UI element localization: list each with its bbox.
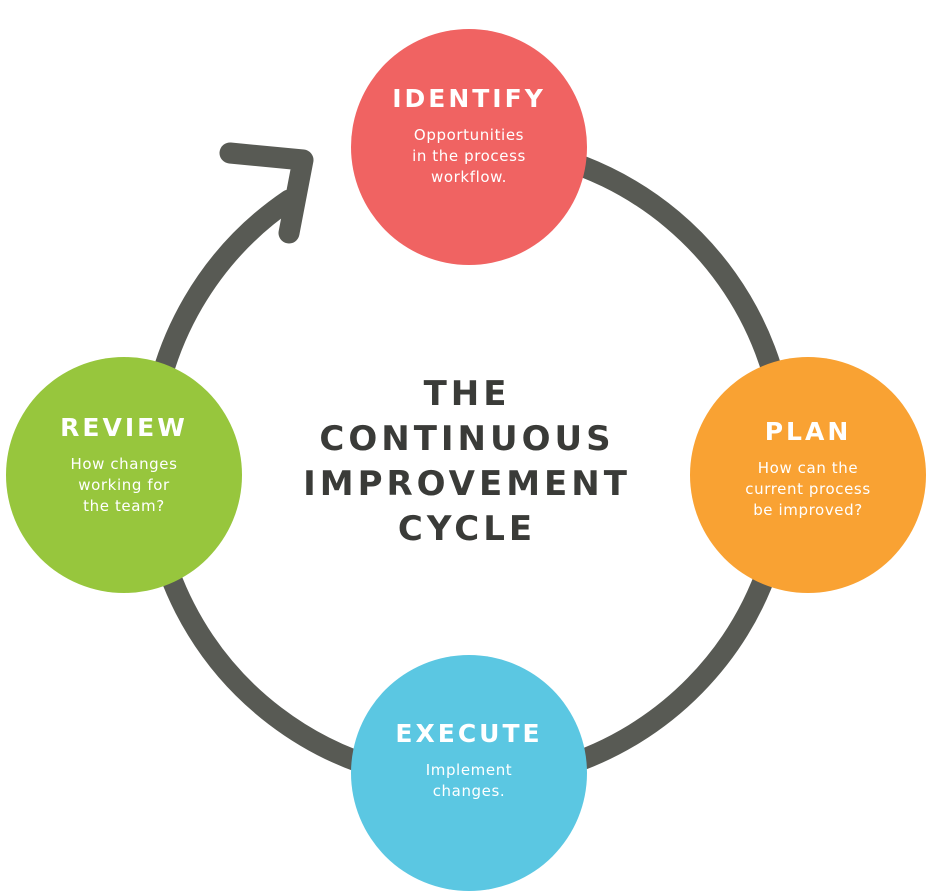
stage-plan-description: How can the current process be improved? xyxy=(745,459,871,519)
stage-plan: PLAN How can the current process be impr… xyxy=(690,357,926,593)
diagram-title: THE CONTINUOUS IMPROVEMENT CYCLE xyxy=(303,374,631,549)
cycle-arrowhead xyxy=(219,142,314,244)
stage-identify-description: Opportunities in the process workflow. xyxy=(412,126,526,186)
stage-execute-description: Implement changes. xyxy=(425,760,513,800)
stage-execute-title: EXECUTE xyxy=(395,718,543,748)
stage-identify: IDENTIFY Opportunities in the process wo… xyxy=(351,29,587,265)
stage-execute: EXECUTE Implement changes. xyxy=(351,655,587,891)
stage-review: REVIEW How changes working for the team? xyxy=(6,357,242,593)
stage-identify-title: IDENTIFY xyxy=(392,84,546,113)
stage-plan-title: PLAN xyxy=(764,417,852,446)
stage-review-title: REVIEW xyxy=(60,413,188,442)
stage-review-description: How changes working for the team? xyxy=(70,455,178,515)
